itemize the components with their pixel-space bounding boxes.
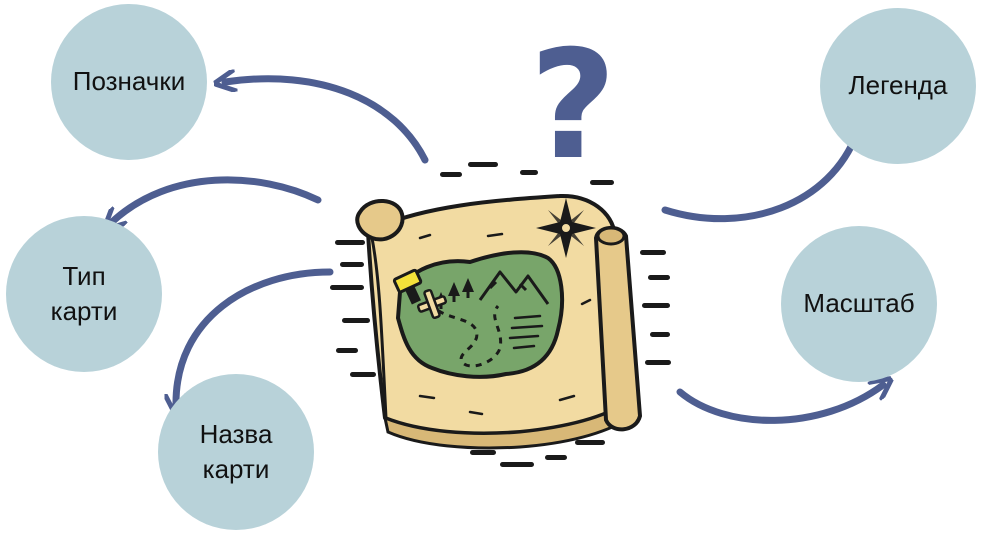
map-land-area [398,252,562,377]
question-mark-icon: ? [529,19,616,193]
scroll-left-roll [357,201,402,239]
